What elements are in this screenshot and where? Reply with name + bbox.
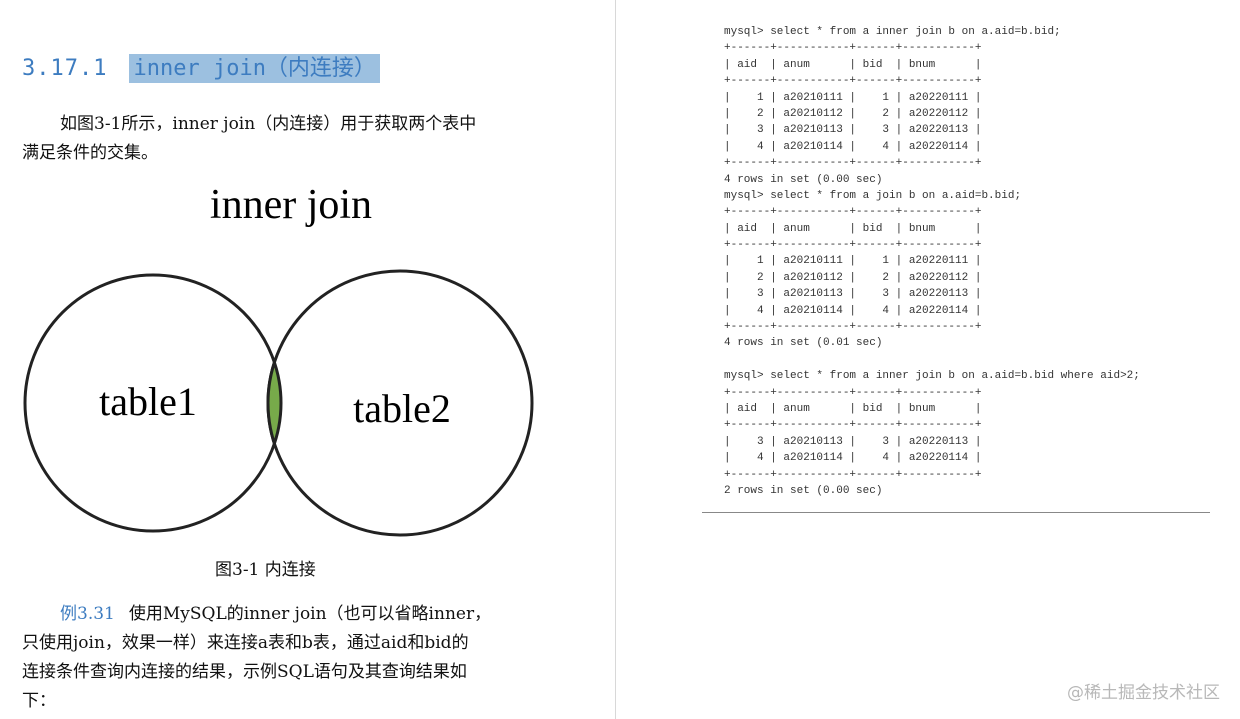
venn-diagram: inner join table1 table2 (23, 182, 534, 537)
code-line: | 1 | a20210111 | 1 | a20220111 | (724, 91, 982, 104)
example-label: 例3.31 (60, 604, 115, 624)
code-line: +------+-----------+------+-----------+ (724, 468, 982, 481)
section-number: 3.17.1 (22, 56, 108, 81)
example-line: 只使用join，效果一样）来连接a表和b表，通过aid和bid的 (22, 633, 469, 653)
code-line: mysql> select * from a inner join b on a… (724, 26, 1061, 38)
code-line: | 1 | a20210111 | 1 | a20220111 | (724, 255, 982, 268)
watermark: @稀土掘金技术社区 (1067, 683, 1220, 703)
code-line: +------+-----------+------+-----------+ (724, 157, 982, 170)
page-divider (615, 0, 616, 719)
code-line: +------+-----------+------+-----------+ (724, 239, 982, 252)
code-line: | 3 | a20210113 | 3 | a20220113 | (724, 435, 982, 448)
code-line: 4 rows in set (0.00 sec) (724, 173, 883, 186)
code-line: 2 rows in set (0.00 sec) (724, 484, 883, 497)
code-line: +------+-----------+------+-----------+ (724, 75, 982, 88)
intro-line: 满足条件的交集。 (22, 143, 158, 163)
example-line: 连接条件查询内连接的结果，示例SQL语句及其查询结果如 (22, 662, 467, 682)
code-line: | 2 | a20210112 | 2 | a20220112 | (724, 271, 982, 284)
code-line: +------+-----------+------+-----------+ (724, 206, 982, 219)
code-line: | 2 | a20210112 | 2 | a20220112 | (724, 107, 982, 120)
sql-output: mysql> select * from a inner join b on a… (724, 24, 1140, 499)
horizontal-rule (702, 512, 1210, 513)
section-heading: 3.17.1 inner join（内连接） (22, 50, 380, 83)
code-line: | 4 | a20210114 | 4 | a20220114 | (724, 304, 982, 317)
left-page: 3.17.1 inner join（内连接） 如图3-1所示，inner join… (0, 0, 615, 719)
code-line (724, 352, 1140, 368)
code-line: | 4 | a20210114 | 4 | a20220114 | (724, 452, 982, 465)
code-line: | 3 | a20210113 | 3 | a20220113 | (724, 288, 982, 301)
code-line: | aid | anum | bid | bnum | (724, 402, 982, 415)
example-line: 使用MySQL的inner join（也可以省略inner， (128, 604, 492, 624)
code-line: | aid | anum | bid | bnum | (724, 222, 982, 235)
code-line: mysql> select * from a inner join b on a… (724, 370, 1140, 383)
right-page: mysql> select * from a inner join b on a… (616, 0, 1240, 719)
code-line: +------+-----------+------+-----------+ (724, 386, 982, 399)
code-line: +------+-----------+------+-----------+ (724, 321, 982, 334)
selected-heading-title[interactable]: inner join（内连接） (129, 54, 380, 83)
code-line: +------+-----------+------+-----------+ (724, 42, 982, 55)
figure-title: inner join (210, 182, 372, 228)
table1-circle (23, 273, 283, 533)
example-paragraph: 例3.31 使用MySQL的inner join（也可以省略inner， 只使用j… (22, 600, 491, 716)
table2-label: table2 (353, 386, 451, 431)
code-line: +------+-----------+------+-----------+ (724, 419, 982, 432)
example-line: 下： (22, 691, 56, 711)
intro-paragraph: 如图3-1所示，inner join（内连接）用于获取两个表中满足条件的交集。 (22, 110, 476, 168)
code-line: | 3 | a20210113 | 3 | a20220113 | (724, 124, 982, 137)
code-line: | 4 | a20210114 | 4 | a20220114 | (724, 140, 982, 153)
intro-line: 如图3-1所示，inner join（内连接）用于获取两个表中 (60, 114, 477, 134)
code-line: 4 rows in set (0.01 sec) (724, 337, 883, 350)
figure-caption: 图3-1 内连接 (215, 560, 316, 580)
code-line: mysql> select * from a join b on a.aid=b… (724, 189, 1022, 202)
table1-label: table1 (99, 379, 197, 424)
code-line: | aid | anum | bid | bnum | (724, 58, 982, 71)
